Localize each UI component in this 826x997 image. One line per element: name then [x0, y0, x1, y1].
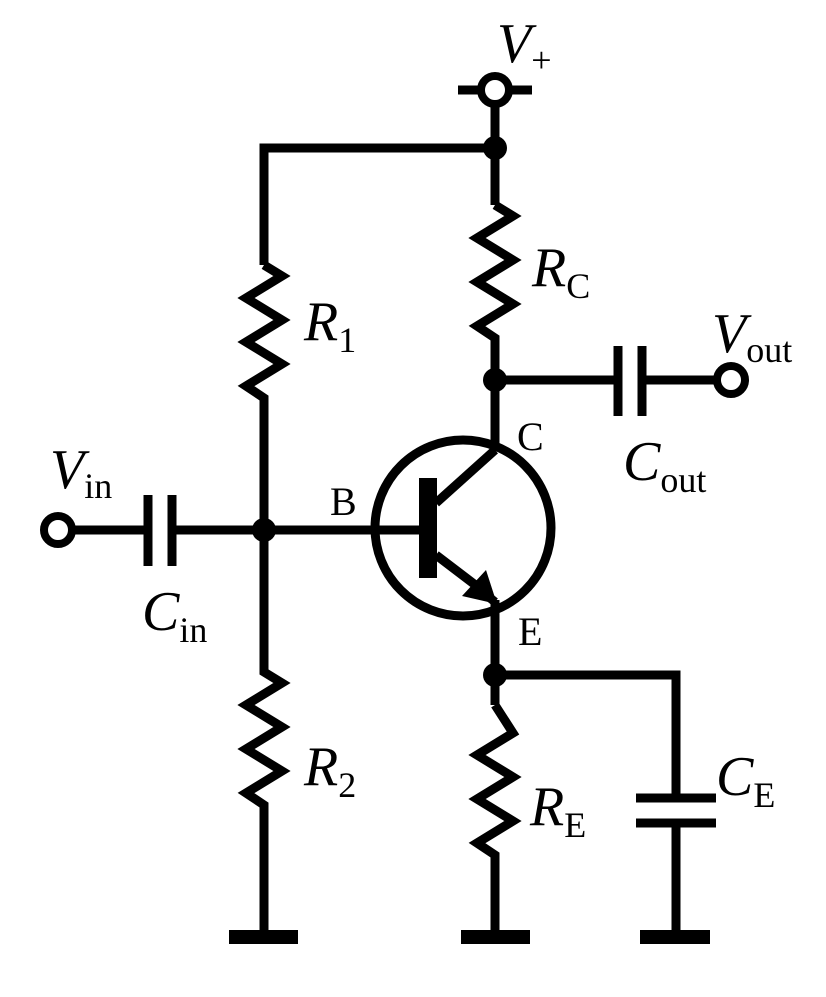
- supply-rail-wire: [259, 104, 500, 265]
- emitter-ce-wire: [495, 670, 681, 795]
- label-pin-b: B: [330, 479, 357, 524]
- capacitor-ce: [636, 793, 716, 935]
- label-r2: R2: [303, 736, 356, 805]
- capacitor-cin: [72, 495, 420, 566]
- label-c-in: Cin: [142, 581, 207, 650]
- v-in-terminal: [40, 512, 76, 548]
- label-pin-c: C: [517, 414, 544, 459]
- label-v-plus: V+: [497, 13, 552, 80]
- label-rc: RC: [531, 237, 590, 306]
- label-c-out: Cout: [623, 431, 706, 500]
- capacitor-cout: [495, 346, 718, 416]
- resistor-r1: [237, 261, 291, 520]
- resistor-re: [468, 702, 522, 935]
- label-c-e: CE: [716, 746, 775, 815]
- label-r1: R1: [303, 291, 356, 360]
- label-v-out: Vout: [712, 303, 792, 370]
- v-plus-terminal: [458, 72, 532, 108]
- resistor-rc: [468, 201, 522, 450]
- npn-transistor: [370, 435, 556, 621]
- v-out-terminal: [713, 362, 749, 398]
- resistor-r2: [237, 530, 291, 935]
- label-re: RE: [529, 776, 586, 845]
- supply-junction-dot: [483, 136, 507, 160]
- label-v-in: Vin: [50, 439, 112, 506]
- label-pin-e: E: [518, 609, 542, 654]
